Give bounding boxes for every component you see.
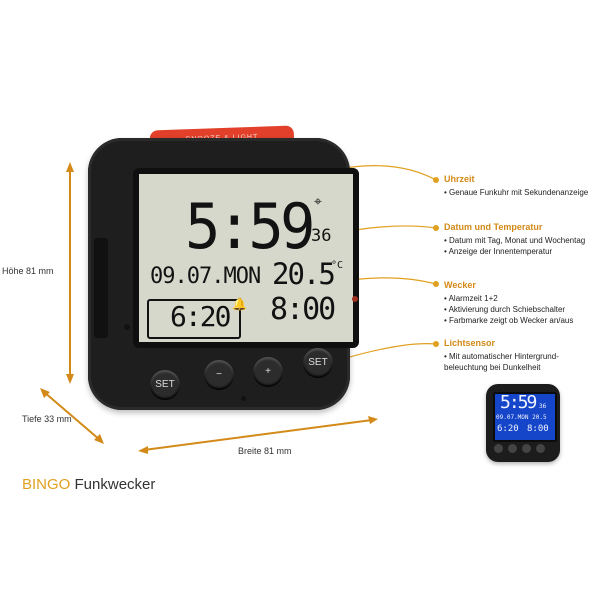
mini-date: 09.07.MON 20.5 [496, 414, 547, 421]
lcd-date: 09.07.MON [150, 264, 261, 289]
mini-alarm2: 8:00 [527, 424, 549, 434]
feature-title: Lichtsensor [444, 338, 496, 348]
feature-bullet: • Anzeige der Innentemperatur [444, 247, 553, 256]
lcd-time: 5:59 [185, 190, 315, 263]
feature-title: Datum und Temperatur [444, 222, 543, 232]
mini-buttons [494, 444, 554, 454]
feature-bullet: • Alarmzeit 1+2 [444, 294, 498, 303]
alarm-slide-switch[interactable] [94, 238, 108, 338]
set2-button[interactable]: SET [303, 348, 333, 378]
feature-bullet: • Genaue Funkuhr mit Sekundenanzeige [444, 188, 589, 197]
feature-bullet: • Datum mit Tag, Monat und Wochentag [444, 236, 586, 245]
lcd-temperature: 20.5 [272, 257, 336, 291]
feature-title: Wecker [444, 280, 476, 290]
feature-bullet: • Aktivierung durch Schiebschalter [444, 305, 566, 314]
radio-signal-icon: ⌖ [314, 194, 322, 210]
plus-button[interactable]: + [253, 357, 283, 387]
product-type: Funkwecker [74, 476, 156, 493]
lcd-alarm1: 6:20 [170, 300, 231, 333]
set1-button[interactable]: SET [150, 370, 180, 400]
alarm-indicator-dot [352, 296, 358, 302]
product-title: BINGO Funkwecker [22, 476, 155, 493]
alarm-bell-icon: 🔔 [232, 297, 247, 311]
mini-alarm1: 6:20 [497, 424, 519, 434]
lcd-seconds: 36 [311, 226, 332, 246]
minus-button[interactable]: − [204, 360, 234, 390]
depth-label: Tiefe 33 mm [22, 414, 72, 424]
feature-uhrzeit: Uhrzeit • Genaue Funkuhr mit Sekundenanz… [444, 174, 594, 198]
feature-lichtsensor: Lichtsensor • Mit automatischer Hintergr… [444, 338, 594, 373]
mini-time: 5:59 [500, 392, 537, 413]
light-sensor [241, 396, 246, 401]
alarm1-frame [147, 299, 241, 339]
brand-name: BINGO [22, 476, 71, 493]
feature-title: Uhrzeit [444, 174, 475, 184]
lcd-display [133, 168, 359, 348]
mini-seconds: 36 [539, 403, 547, 410]
lcd-temp-unit: °C [331, 260, 344, 271]
backlit-lcd [493, 392, 557, 442]
lcd-alarm2: 8:00 [270, 292, 336, 327]
feature-bullet: • Farbmarke zeigt ob Wecker an/aus [444, 316, 574, 325]
width-label: Breite 81 mm [238, 446, 292, 456]
feature-datum-temperatur: Datum und Temperatur • Datum mit Tag, Mo… [444, 222, 594, 257]
screw-left [124, 324, 130, 330]
height-label: Höhe 81 mm [2, 266, 54, 276]
feature-wecker: Wecker • Alarmzeit 1+2 • Aktivierung dur… [444, 280, 599, 326]
feature-bullet: • Mit automatischer Hintergrund- beleuch… [444, 352, 559, 372]
